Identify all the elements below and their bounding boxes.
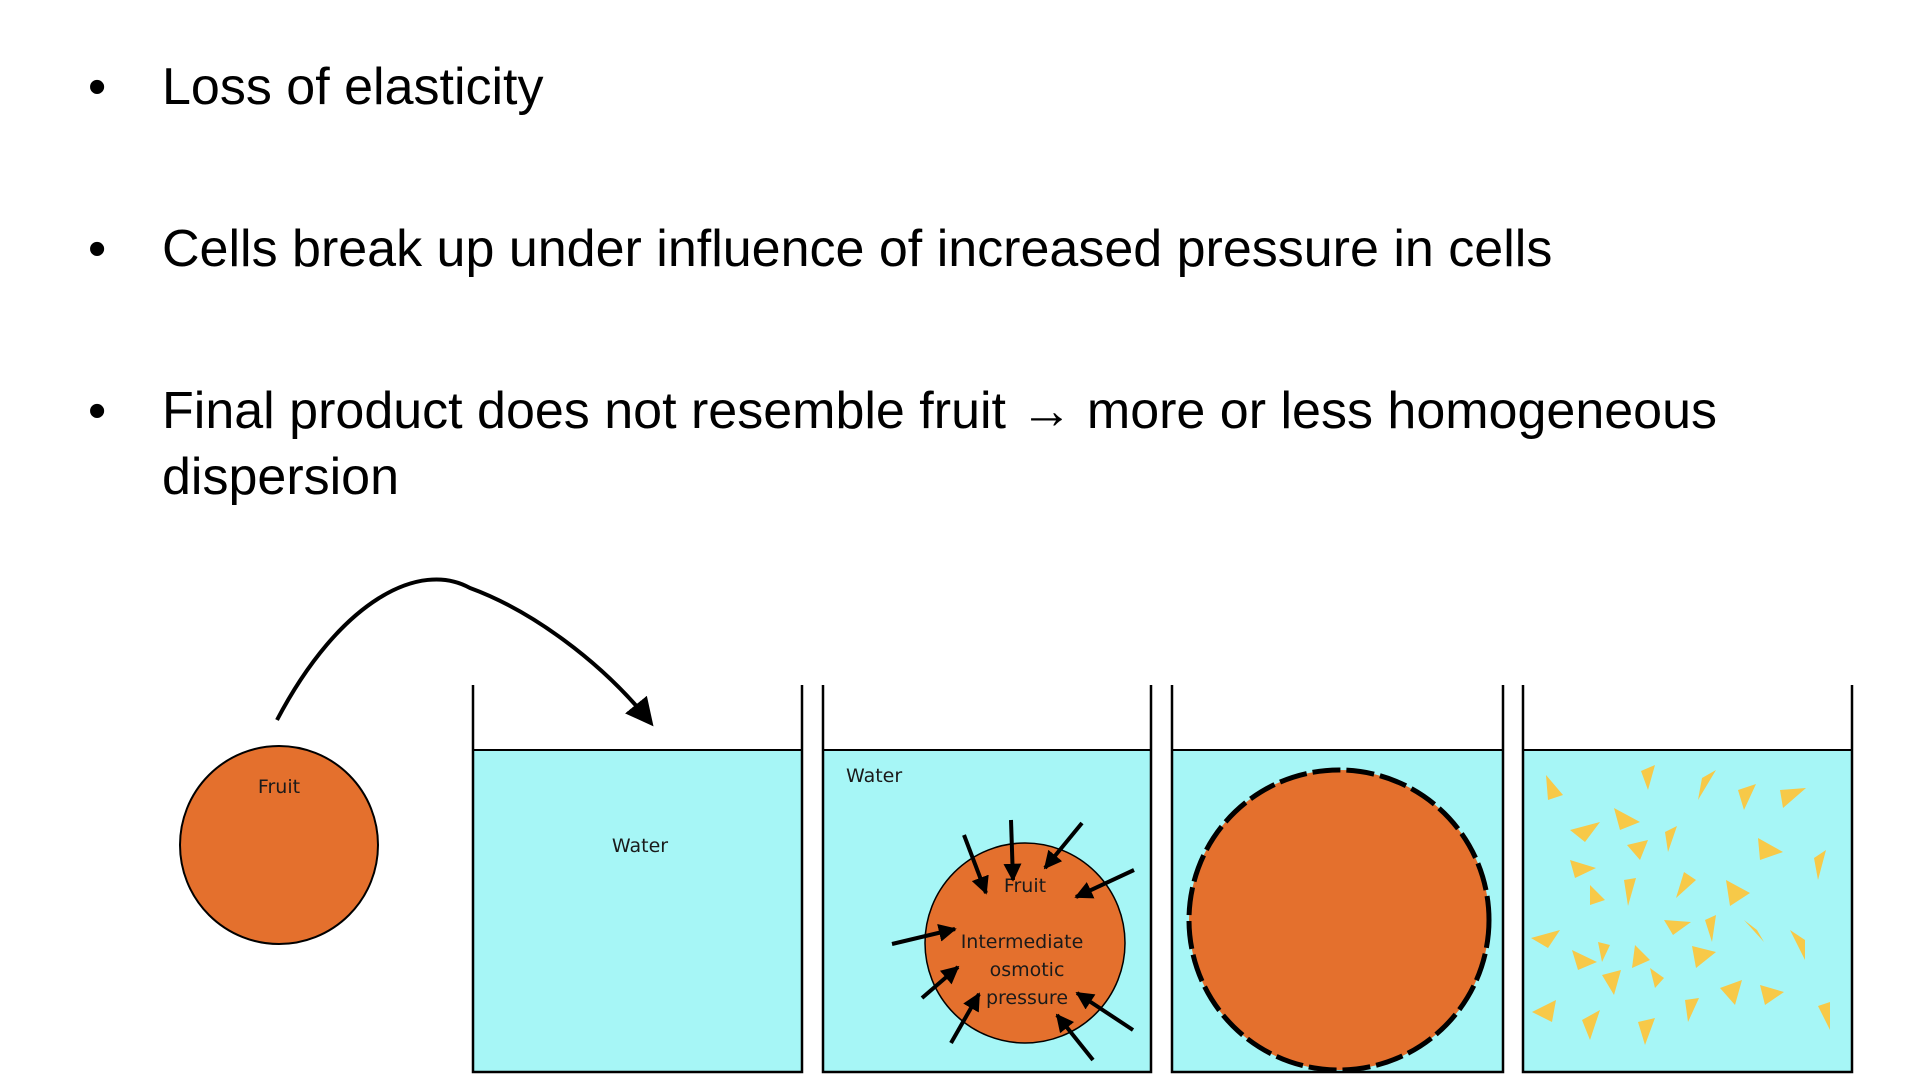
beaker-outline [471,685,804,1074]
fragment [1590,885,1605,905]
fragment [1638,1018,1655,1045]
fragment [1641,765,1655,790]
pressure-arrow [1075,991,1135,1032]
fragment [1570,860,1596,878]
fragment [1780,788,1806,808]
fragment [1582,1010,1600,1040]
water-label: Water [612,835,668,857]
fragment [1814,850,1826,880]
fruit-circle [179,745,379,945]
pressure-arrow [1055,1013,1095,1062]
pressure-label-line: Intermediate [961,931,1084,953]
water-fill [473,750,802,1072]
bullet-marker: • [88,58,107,116]
bullet-text: Final product does not resemble fruit → … [162,382,1717,506]
pressure-arrow [1074,868,1135,899]
beaker-outline [1521,685,1854,1074]
fruit-label: Fruit [1004,875,1046,897]
fragment [1546,775,1563,800]
fragment [1627,840,1648,860]
bullet-marker: • [88,382,107,440]
fragment [1685,998,1699,1022]
beaker-outline [1170,685,1505,1074]
fruit-fragments [1531,765,1830,1045]
bullet-text: Loss of elasticity [162,58,544,116]
fragment [1572,950,1597,970]
fragment [1531,930,1560,948]
swollen-fruit-circle [1186,767,1492,1073]
bullet-text: Cells break up under influence of increa… [162,220,1553,278]
fragment [1790,930,1805,960]
pressure-arrow [1043,821,1084,870]
fragment [1676,872,1696,898]
fragment [1664,920,1691,935]
fragment [1614,808,1640,830]
water-label: Water [846,765,902,787]
fragment [1705,915,1716,942]
pressure-arrow [962,834,989,895]
pressure-label-line: pressure [986,987,1068,1009]
bullet-marker: • [88,220,107,278]
transfer-arrow [275,577,654,727]
fragment [1665,826,1677,852]
fragment [1570,822,1600,842]
fragment [1632,945,1650,968]
fragment [1744,920,1764,942]
panel-swollen [1170,685,1505,1074]
pressure-arrows [891,819,1135,1062]
pressure-arrow [920,965,960,1000]
panel-water: Water [471,685,804,1074]
water-fill [1523,750,1852,1072]
pressure-arrow [949,992,981,1044]
pressure-arrow [891,923,957,946]
fragment [1760,985,1784,1005]
fragment [1758,838,1783,860]
panel-dispersion [1521,685,1854,1074]
pressure-label-line: osmotic [990,959,1065,981]
panel-fruit: Fruit [179,745,379,945]
fruit-label: Fruit [258,776,300,798]
fragment [1698,770,1716,800]
fragment [1602,970,1621,995]
fragment [1726,880,1750,906]
beaker-outline [821,685,1153,1074]
fragment [1738,784,1756,810]
pressure-arrow [1003,819,1022,882]
fragment [1650,968,1664,988]
fragment [1624,878,1636,906]
fragment [1818,1002,1830,1030]
fragment [1692,946,1716,968]
panel-osmosis: Water Fruit Intermediate osmotic pressur… [821,685,1153,1074]
fragment [1532,1000,1556,1022]
fragment [1720,980,1742,1005]
fragment [1598,942,1610,962]
